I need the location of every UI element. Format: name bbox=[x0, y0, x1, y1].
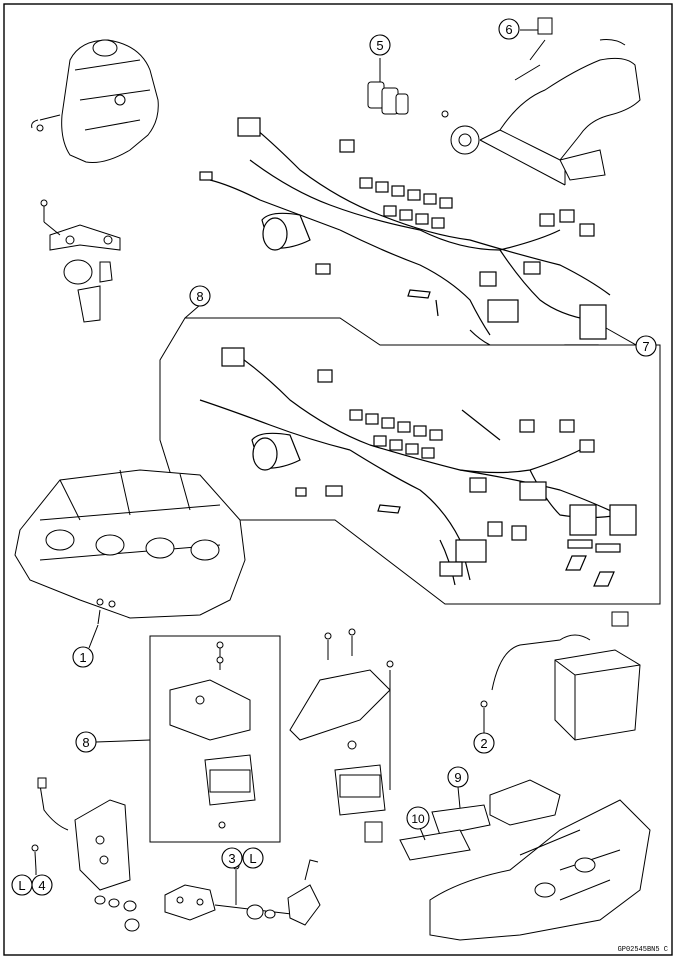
wiring-harness-panel bbox=[159, 317, 661, 605]
callout-4-tag: L bbox=[18, 878, 25, 893]
upper-fairing-bracket bbox=[31, 39, 159, 163]
callout-5-label: 5 bbox=[376, 38, 383, 53]
callout-10-label: 10 bbox=[411, 812, 425, 826]
callout-9-label: 9 bbox=[454, 770, 461, 785]
regulator-bracket-open bbox=[289, 628, 394, 843]
callout-2: 2 bbox=[473, 728, 495, 754]
callout-3-tag: L bbox=[249, 851, 256, 866]
upper-frame-harness bbox=[441, 17, 641, 186]
callout-9: 9 bbox=[447, 766, 469, 809]
page-border bbox=[3, 3, 673, 956]
callout-8-lower: 8 bbox=[75, 731, 151, 753]
callout-1: 1 bbox=[72, 624, 99, 668]
callout-8-lower-label: 8 bbox=[82, 735, 89, 750]
callout-6: 6 bbox=[498, 18, 520, 40]
clamp-bracket-assembly bbox=[40, 199, 121, 323]
callout-4-label: 4 bbox=[38, 878, 45, 893]
mount-hardware bbox=[94, 859, 321, 932]
callout-7-label: 7 bbox=[642, 339, 649, 354]
callout-2-label: 2 bbox=[480, 736, 487, 751]
rear-fender-assembly bbox=[399, 779, 651, 941]
callout-8-upper: 8 bbox=[184, 285, 211, 319]
sensor-bracket bbox=[31, 777, 131, 891]
battery-assembly bbox=[480, 611, 641, 741]
callout-3: 3 L bbox=[221, 847, 264, 869]
regulator-bracket-box bbox=[149, 635, 281, 843]
callout-5: 5 bbox=[369, 34, 391, 56]
callout-10: 10 bbox=[406, 806, 430, 841]
figure-reference-code: GP02545BN5 C bbox=[618, 946, 668, 954]
callout-8-upper-label: 8 bbox=[196, 289, 203, 304]
callout-4: L 4 bbox=[11, 870, 53, 896]
callout-1-label: 1 bbox=[79, 650, 86, 665]
relay-assembly bbox=[367, 58, 409, 115]
callout-3-label: 3 bbox=[228, 851, 235, 866]
crankcase bbox=[14, 469, 246, 625]
callout-7: 7 bbox=[605, 327, 657, 357]
callout-6-label: 6 bbox=[505, 22, 512, 37]
